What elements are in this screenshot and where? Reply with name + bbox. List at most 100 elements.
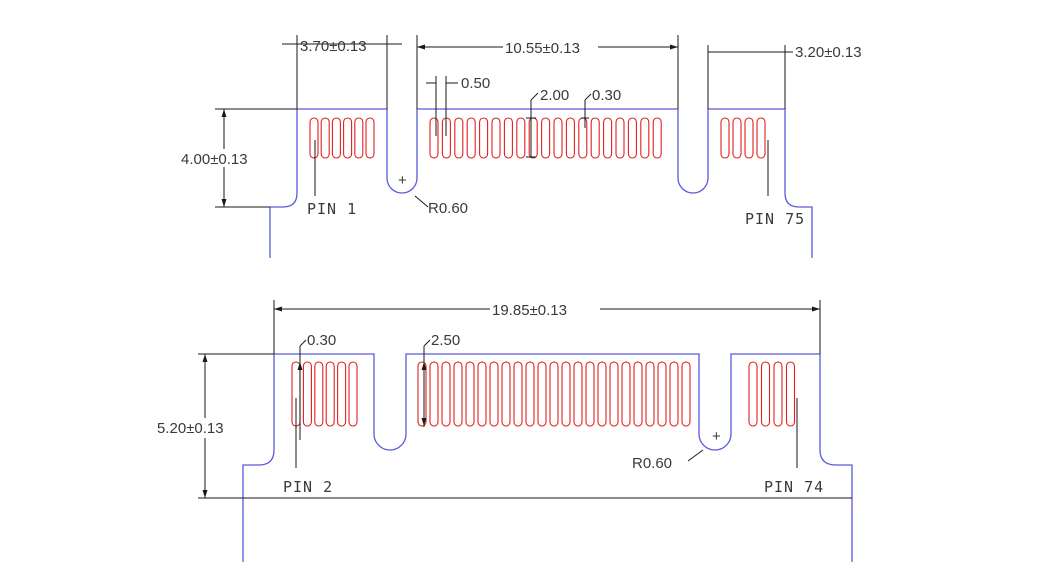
bottom-dim-height-label-bg [156,418,254,438]
bottom-pad [337,361,347,427]
bottom-pin-last-label: PIN 74 [764,478,824,496]
top-pad [331,117,341,159]
top-view: 3.70±0.13 10.55±0.13 3.20±0.13 0.50 2.00… [180,35,862,258]
bottom-pad [549,361,559,427]
top-pad [553,117,563,159]
top-pad [603,117,613,159]
top-pad [744,117,754,159]
bottom-pad [573,361,583,427]
bottom-board-outline [242,353,853,562]
bottom-dim-padw-arrow [297,362,303,370]
top-dim-label-c: 3.20±0.13 [795,44,862,61]
bottom-dim-padw-label: 0.30 [307,332,336,349]
bottom-pad [609,361,619,427]
top-radius-label: R0.60 [428,200,468,217]
top-pin-last-label: PIN 75 [745,210,805,228]
top-dim-padlen-label: 2.00 [540,87,569,104]
bottom-pad [465,361,475,427]
top-dim-padw-leader-2 [584,93,592,101]
top-pad [503,117,513,159]
top-pad [516,117,526,159]
bottom-pad [501,361,511,427]
bottom-dim-padlen-label: 2.50 [431,332,460,349]
bottom-pad [525,361,535,427]
top-pad [309,117,319,159]
bottom-pad [314,361,324,427]
top-pad [627,117,637,159]
top-pin-first-label: PIN 1 [307,200,357,218]
bottom-pad [489,361,499,427]
top-pad [578,117,588,159]
top-dim-height-label: 4.00±0.13 [181,151,248,168]
bottom-dim-padw-leader-2 [299,339,307,347]
top-dim-height-arrow-top [221,109,227,117]
top-dim-arrow-b-right [670,44,678,50]
top-radius-leader [414,195,429,208]
bottom-pad [621,361,631,427]
bottom-pad [773,361,783,427]
top-pad [732,117,742,159]
top-dim-pitch-label: 0.50 [461,75,490,92]
bottom-pad [597,361,607,427]
top-pad [354,117,364,159]
bottom-pad [302,361,312,427]
top-dim-height-arrow-bot [221,199,227,207]
top-dim-label-a: 3.70±0.13 [300,38,367,55]
top-pad [615,117,625,159]
bottom-pad [760,361,771,427]
bottom-pad [645,361,655,427]
top-pad [365,117,375,159]
bottom-pad [669,361,679,427]
top-pad [565,117,575,159]
bottom-dim-width-label: 19.85±0.13 [492,302,567,319]
bottom-pad [561,361,571,427]
bottom-pad [453,361,463,427]
bottom-dim-padlen-leader [423,339,431,347]
bottom-pad-group [291,361,796,427]
bottom-pad [748,361,758,427]
top-pad [454,117,464,159]
bottom-pad [657,361,667,427]
bottom-dim-width-label-bg [490,299,600,317]
top-pad [640,117,650,159]
top-pad [320,117,330,159]
bottom-pad [585,361,595,427]
top-pad [491,117,501,159]
top-pad-group [309,117,766,159]
top-pad [479,117,489,159]
bottom-pad [348,361,358,427]
top-pad [541,117,551,159]
bottom-pad [429,361,439,427]
top-pad [466,117,476,159]
bottom-pad [417,361,427,427]
top-pad [720,117,730,159]
bottom-view: 19.85±0.13 0.30 2.50 5.20±0.13 + R0.60 P… [156,299,853,562]
top-dim-padw-label: 0.30 [592,87,621,104]
bottom-dim-width-arrow-right [812,306,820,312]
top-pad [429,117,439,159]
bottom-dim-height-arrow-top [202,354,208,362]
bottom-pad [325,361,335,427]
bottom-radius-leader [687,449,704,462]
bottom-dim-height-label: 5.20±0.13 [157,420,224,437]
bottom-pad [477,361,487,427]
bottom-pad [537,361,547,427]
top-pad [343,117,353,159]
bottom-dim-padlen-arrow-top [421,362,427,370]
top-board-outline [269,108,813,258]
bottom-radius-label: R0.60 [632,455,672,472]
top-pad [590,117,600,159]
bottom-pad [785,361,796,427]
bottom-dim-width-arrow-left [274,306,282,312]
bottom-dim-padlen-arrow-bot [421,418,427,426]
top-dim-height-label-bg [180,149,268,167]
bottom-pad [513,361,523,427]
bottom-dim-height-arrow-bot [202,490,208,498]
bottom-radius-center: + [712,428,721,445]
top-dim-arrow-b-left [417,44,425,50]
top-pad [756,117,766,159]
bottom-pin-first-label: PIN 2 [283,478,333,496]
bottom-pad [633,361,643,427]
top-pad [528,117,538,159]
